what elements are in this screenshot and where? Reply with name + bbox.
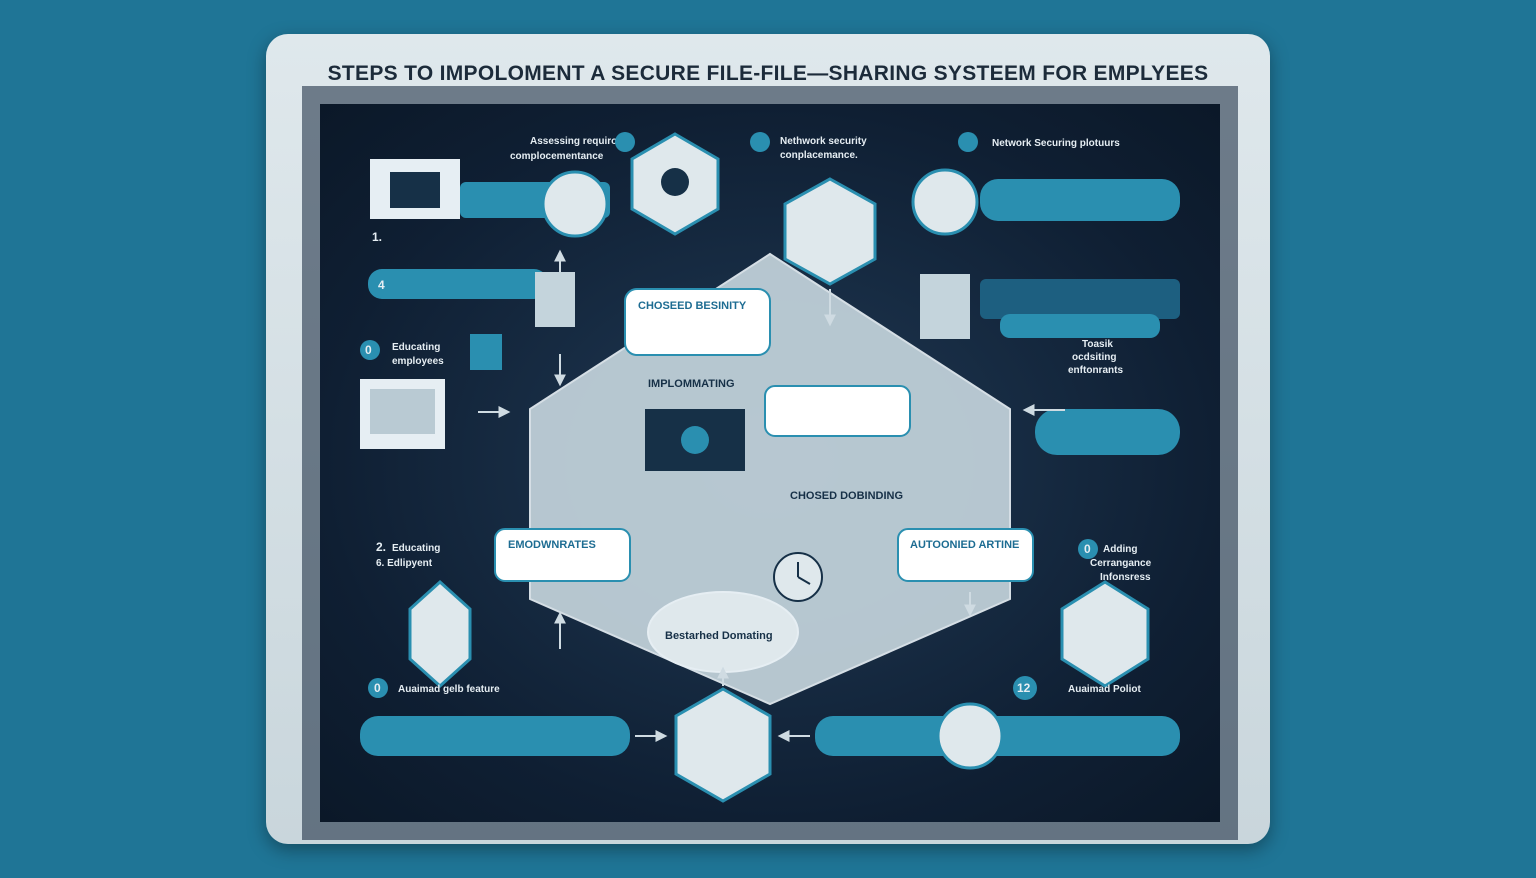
label-employment: EMODWNRATES bbox=[508, 539, 596, 551]
callout-automated bbox=[897, 528, 1034, 582]
label-left-4: 4 bbox=[378, 278, 385, 292]
label-backup: Bestarhed Domating bbox=[665, 630, 773, 642]
label-top-left-2: complocementance bbox=[510, 151, 604, 162]
label-num-2: 2. bbox=[376, 540, 386, 554]
label-target: Toasik bbox=[1082, 339, 1113, 350]
mid-right-banner bbox=[980, 279, 1180, 319]
callout-chosen-security bbox=[624, 288, 771, 356]
page-title: STEPS TO IMPOLOMENT A SECURE FILE-FILE—S… bbox=[327, 62, 1209, 85]
label-chosen-deploy: CHOSED DOBINDING bbox=[790, 490, 903, 502]
central-hub bbox=[529, 252, 1011, 706]
label-target-3: enftonrants bbox=[1068, 365, 1123, 376]
label-num-0b: 0 bbox=[374, 681, 381, 695]
label-adding-2: Cerrangance bbox=[1090, 558, 1152, 569]
label-chosen-security: CHOSEED BESINITY bbox=[638, 300, 747, 312]
lock-icon bbox=[470, 334, 502, 370]
label-emp-b: 6. Edlipyent bbox=[376, 558, 433, 569]
hex-right-bottom bbox=[1060, 580, 1150, 688]
label-adding-3: Infonsress bbox=[1100, 572, 1151, 583]
callout-employment bbox=[494, 528, 631, 582]
infographic-card: STEPS TO IMPOLOMENT A SECURE FILE-FILE—S… bbox=[266, 34, 1270, 844]
cloud-lock-badge bbox=[541, 170, 609, 238]
label-automated: AUTOONIED ARTINE bbox=[910, 539, 1019, 551]
hex-top-server bbox=[783, 177, 877, 286]
label-educating-b: Educating bbox=[392, 543, 440, 554]
label-num-0c: 0 bbox=[1084, 542, 1091, 556]
laptop-banner bbox=[1035, 409, 1180, 455]
bottom-left-banner bbox=[360, 716, 630, 756]
top-right-banner bbox=[980, 179, 1180, 221]
label-top-left: Assessing requironts bbox=[530, 136, 633, 147]
label-left-num: 1. bbox=[372, 230, 382, 244]
label-top-right: Network Securing plotuurs bbox=[992, 138, 1120, 149]
gear-server-icon bbox=[920, 274, 970, 339]
flow-diagram: Assessing requironts complocementance 1.… bbox=[360, 132, 1180, 803]
server-icon bbox=[535, 272, 575, 327]
label-num-12: 12 bbox=[1017, 681, 1031, 695]
shield-badge bbox=[936, 702, 1004, 770]
callout-right-center bbox=[764, 385, 911, 437]
label-audit-policy: Auaimad Poliot bbox=[1068, 684, 1141, 695]
label-educating: Educating bbox=[392, 342, 440, 353]
label-employees: employees bbox=[392, 356, 444, 367]
label-bottom-left: Auaimad gelb feature bbox=[398, 684, 500, 695]
label-adding: Adding bbox=[1103, 544, 1137, 555]
label-implementing: IMPLOMMATING bbox=[648, 378, 735, 390]
diagram-panel: Assessing requironts complocementance 1.… bbox=[320, 104, 1220, 822]
label-top-mid: Nethwork security bbox=[780, 136, 867, 147]
label-target-2: ocdsiting bbox=[1072, 352, 1116, 363]
label-top-mid-2: conplacemance. bbox=[780, 150, 858, 161]
cloud-badge bbox=[911, 168, 979, 236]
label-left-0: 0 bbox=[365, 343, 372, 357]
hex-left-bottom bbox=[408, 579, 472, 689]
step-4-banner bbox=[368, 269, 548, 299]
step-right-banner bbox=[1000, 314, 1160, 338]
hex-bottom-center bbox=[674, 687, 772, 803]
